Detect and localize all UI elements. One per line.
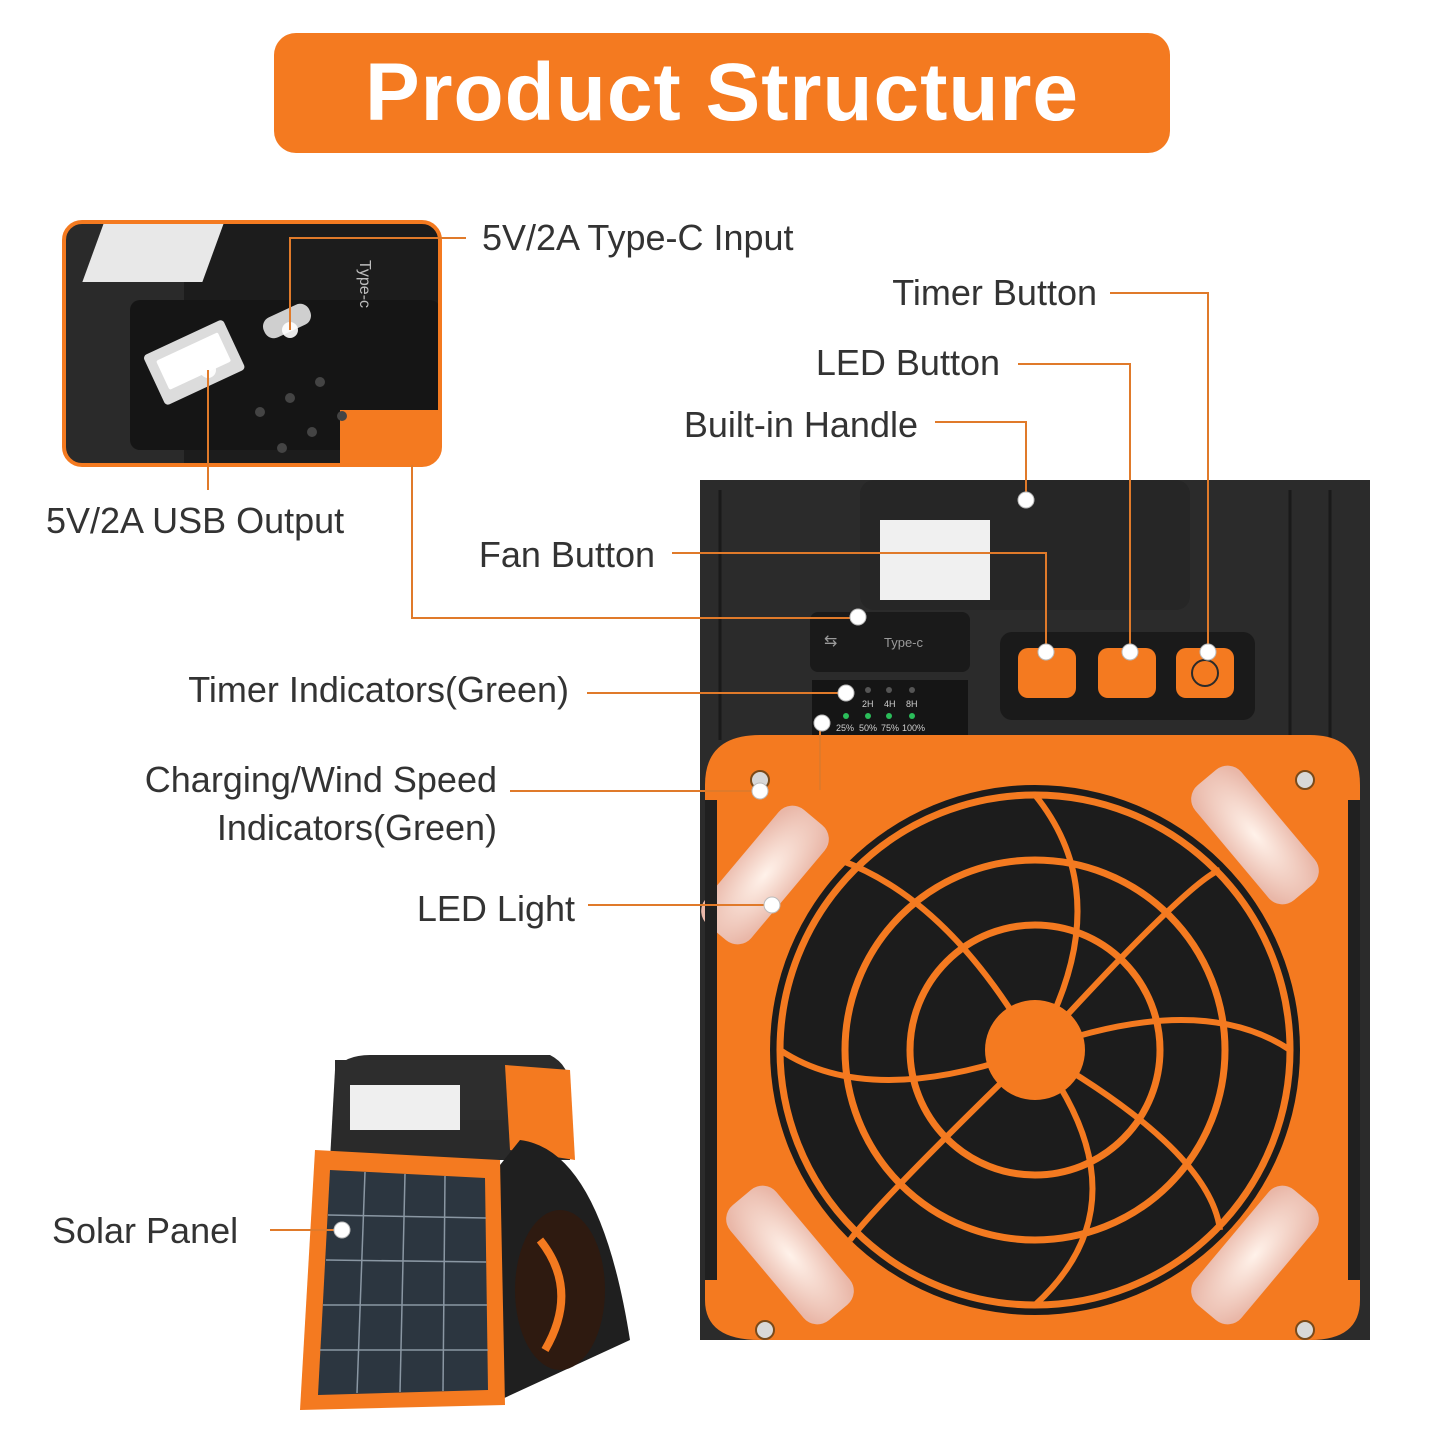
label-led-light: LED Light (416, 888, 575, 929)
label-timer-button: Timer Button (892, 272, 1097, 313)
label-timer-indicators: Timer Indicators(Green) (188, 669, 569, 710)
fan-button (1018, 648, 1076, 698)
inset-type-c-print: Type-c (356, 260, 373, 308)
type-c-cover (810, 612, 970, 672)
svg-text:⇆: ⇆ (824, 631, 837, 650)
level-mark-50: 50% (859, 723, 877, 733)
label-solar-panel: Solar Panel (52, 1210, 239, 1251)
led-button (1098, 648, 1156, 698)
built-in-handle (860, 480, 1190, 610)
solar-panel-image (300, 1150, 505, 1410)
label-charging-line1: Charging/Wind Speed (144, 759, 497, 800)
folded-product-solar (300, 1055, 630, 1410)
label-type-c-input: 5V/2A Type-C Input (482, 217, 794, 258)
label-fan-button: Fan Button (478, 534, 655, 575)
level-mark-100: 100% (902, 723, 925, 733)
timer-button (1176, 648, 1234, 698)
label-built-in-handle: Built-in Handle (683, 404, 918, 445)
label-usb-output: 5V/2A USB Output (46, 500, 345, 541)
led-light (701, 765, 1319, 1325)
usb-a-port (144, 320, 245, 405)
type-c-print: Type-c (884, 635, 924, 650)
fan-device: Type-c ⇆ 2H 4H 8H 25% 50% 75% 100% (700, 480, 1370, 1340)
label-led-button: LED Button (815, 342, 1000, 383)
usb-c-port (262, 303, 312, 339)
title-banner: Product Structure (274, 33, 1170, 153)
leader-lines (207, 237, 1209, 1231)
label-charging-line2: Indicators(Green) (216, 807, 497, 848)
fan-grille (770, 785, 1300, 1315)
timer-mark-2h: 2H (862, 699, 874, 709)
level-mark-75: 75% (881, 723, 899, 733)
timer-mark-8h: 8H (906, 699, 918, 709)
page-title: Product Structure (364, 47, 1080, 138)
level-mark-25: 25% (836, 723, 854, 733)
port-closeup-inset: Type-c (62, 220, 442, 467)
timer-mark-4h: 4H (884, 699, 896, 709)
